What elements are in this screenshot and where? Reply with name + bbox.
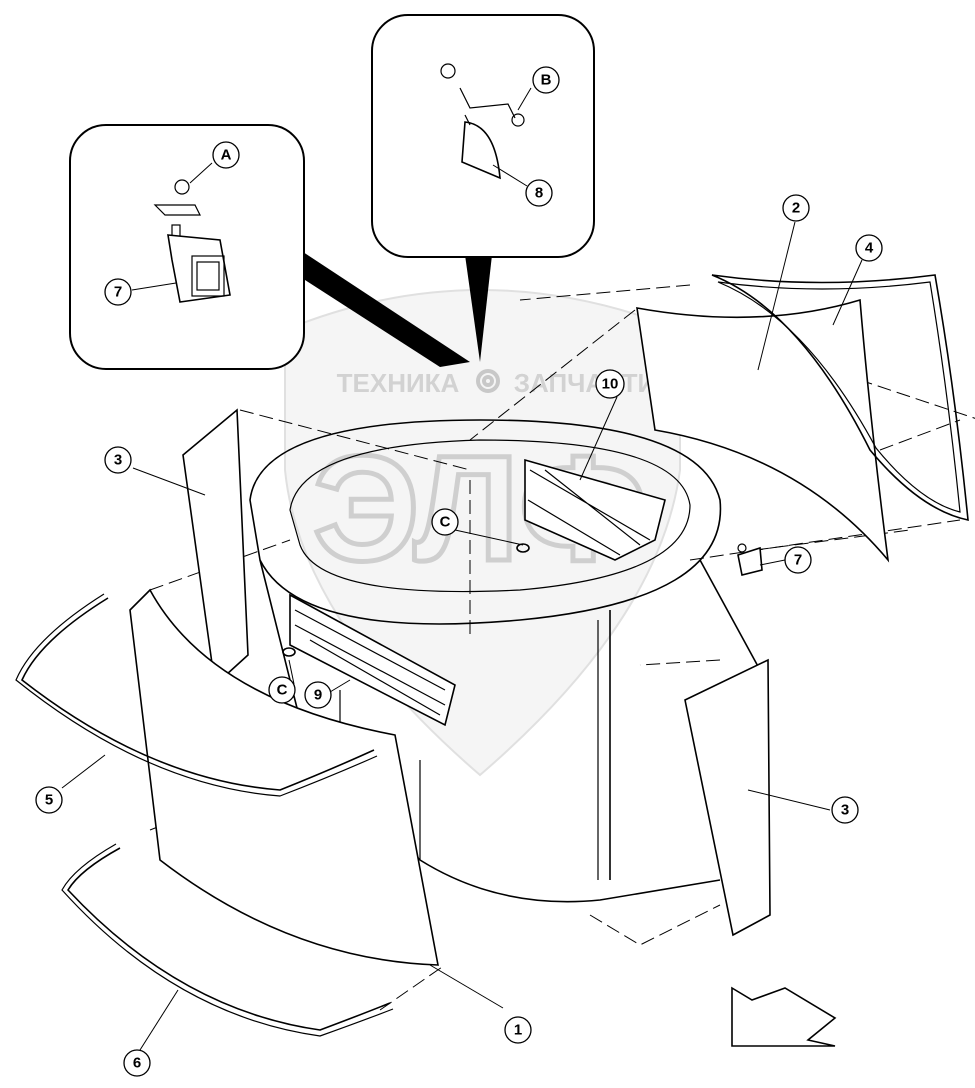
svg-text:B: B: [541, 72, 552, 89]
callout-1: 1: [504, 1016, 532, 1044]
svg-text:A: A: [221, 147, 232, 164]
svg-text:10: 10: [602, 376, 619, 393]
watermark-right-text: ЗАПЧАСТИ: [514, 368, 657, 398]
callout-5: 5: [35, 786, 63, 814]
inset-b-pointer: [465, 255, 492, 362]
part-7-lamp-detail: [153, 179, 231, 303]
callout-6: 6: [123, 1049, 151, 1077]
svg-text:C: C: [277, 682, 288, 699]
direction-arrow-icon: [731, 986, 837, 1047]
svg-text:6: 6: [133, 1055, 141, 1072]
callout-9: 9: [304, 681, 332, 709]
part-3-left-side-panel: [182, 408, 249, 687]
leader-lines: [61, 87, 863, 1051]
part-4-rear-seal: [711, 274, 969, 522]
svg-text:3: 3: [841, 802, 849, 819]
fastener-c-left: [282, 647, 296, 657]
callout-a: A: [212, 141, 240, 169]
callout-8: 8: [525, 179, 553, 207]
gear-icon: [476, 369, 500, 393]
svg-text:9: 9: [314, 687, 322, 704]
part-6-lower-seal: [61, 843, 394, 1037]
part-8-mirror-detail: [440, 63, 525, 180]
part-10-roof-grille: [524, 458, 666, 561]
watermark-left-text: ТЕХНИКА: [337, 368, 460, 398]
callout-3-left: 3: [104, 446, 132, 474]
callout-10: 10: [595, 369, 625, 399]
part-2-rear-glass: [636, 298, 890, 563]
svg-text:2: 2: [792, 200, 800, 217]
part-5-upper-seal: [15, 593, 378, 797]
svg-text:1: 1: [514, 1022, 522, 1039]
callout-c-left: C: [268, 676, 296, 704]
part-9-lower-grille: [289, 593, 456, 727]
part-1-windshield: [129, 588, 439, 966]
inset-detail-a: [69, 124, 470, 370]
svg-text:4: 4: [865, 240, 874, 257]
svg-text:7: 7: [114, 284, 122, 301]
callout-7-main: 7: [784, 546, 812, 574]
svg-text:C: C: [440, 514, 451, 531]
fastener-c-center: [516, 543, 530, 553]
svg-text:3: 3: [114, 452, 122, 469]
part-3-right-side-panel: [684, 658, 771, 937]
callout-4: 4: [855, 234, 883, 262]
svg-text:8: 8: [535, 185, 543, 202]
svg-text:5: 5: [45, 792, 53, 809]
callout-c-center: C: [431, 508, 459, 536]
callout-3-right: 3: [831, 796, 859, 824]
callout-b: B: [532, 66, 560, 94]
inset-a-pointer: [300, 250, 470, 367]
callout-7-inset: 7: [104, 278, 132, 306]
callout-2: 2: [782, 194, 810, 222]
part-7-bracket: [737, 543, 763, 576]
svg-text:7: 7: [794, 552, 802, 569]
